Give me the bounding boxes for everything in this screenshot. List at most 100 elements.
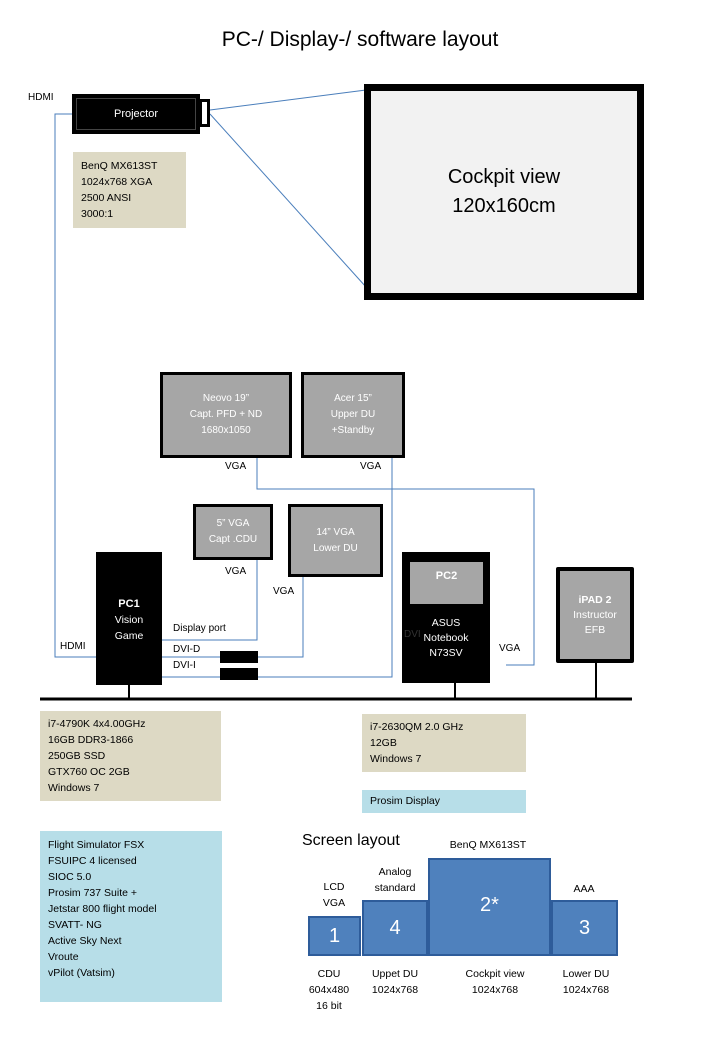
screen-3: 3	[551, 900, 618, 956]
neovo-vga-cable	[256, 458, 535, 666]
software-item: Vroute	[48, 951, 79, 963]
cdu-vga-label: VGA	[225, 566, 247, 577]
screen-bottom-label: Lower DU	[562, 968, 610, 980]
software-item: FSUIPC 4 licensed	[48, 855, 137, 867]
monitor-label: 14” VGA	[316, 526, 355, 538]
ipad-sub: Instructor	[573, 608, 617, 621]
pc2-spec: Windows 7	[370, 753, 422, 765]
projector-specs: BenQ MX613ST 1024x768 XGA 2500 ANSI 3000…	[73, 152, 186, 228]
projector-beam-top	[209, 89, 367, 111]
projector-spec: 1024x768 XGA	[81, 176, 153, 188]
pc2-vga-label: VGA	[499, 643, 521, 654]
screen1-bottom-labels: CDU 604x480 16 bit	[300, 966, 358, 1014]
projector-spec: 3000:1	[81, 208, 114, 220]
screen-bottom-label: 1024x768	[562, 984, 610, 996]
pc1-spec: 250GB SSD	[48, 750, 106, 762]
pc1-name: PC1	[118, 598, 140, 610]
monitor-cdu: 5” VGA Capt .CDU	[193, 504, 273, 560]
screen-number: 1	[310, 918, 359, 954]
lower-vga-label: VGA	[273, 586, 295, 597]
screen-4: 4	[362, 900, 428, 956]
software-item: vPilot (Vatsim)	[48, 967, 115, 979]
monitor-label: Neovo 19”	[202, 393, 250, 404]
monitor-label: Capt .CDU	[208, 534, 258, 545]
cockpit-view-size: 120x160cm	[452, 195, 556, 217]
pc1-sub: Vision	[114, 614, 144, 626]
lower-vga-cable	[162, 577, 304, 658]
screen-layout-title: Screen layout	[302, 832, 400, 849]
screen-bottom-label: CDU	[317, 968, 341, 980]
dvi-adapter-2	[220, 668, 258, 680]
projector: Projector	[72, 94, 200, 134]
screen-top-label: VGA	[322, 897, 346, 909]
cockpit-view-screen: Cockpit view 120x160cm	[364, 84, 644, 300]
software-item: SVATT- NG	[48, 919, 102, 931]
pc1-displayport-label: Display port	[173, 623, 226, 634]
cdu-vga-cable	[162, 560, 258, 641]
screen-number: 3	[553, 902, 616, 954]
screen-bottom-label: Cockpit view	[465, 968, 525, 980]
pc1-dvid-label: DVI-D	[173, 644, 201, 655]
pc1-sub: Game	[114, 630, 144, 642]
monitor-label: 1680x1050	[201, 425, 251, 436]
screen1-top-labels: LCD VGA	[310, 879, 358, 911]
pc2-notebook: PC2 ASUS Notebook N73SV DVI	[402, 552, 490, 683]
monitor-label: +Standby	[331, 425, 375, 436]
ipad: iPAD 2 Instructor EFB	[556, 567, 634, 663]
software-item: Jetstar 800 flight model	[48, 903, 157, 915]
monitor-neovo: Neovo 19” Capt. PFD + ND 1680x1050	[160, 372, 292, 458]
hdmi-cable	[54, 113, 96, 658]
pc2-sub: ASUS	[431, 617, 461, 629]
screen-2: 2*	[428, 858, 551, 956]
pc1-hdmi-label: HDMI	[60, 641, 86, 652]
screen-bottom-label: 604x480	[308, 984, 350, 996]
monitor-label: 5” VGA	[216, 518, 250, 529]
monitor-label: Lower DU	[313, 542, 358, 554]
pc2-software: Prosim Display	[362, 790, 526, 813]
pc2-name: PC2	[435, 570, 458, 582]
screen-top-label: standard	[374, 882, 416, 894]
pc1-spec: Windows 7	[48, 782, 100, 794]
projector-lens	[200, 99, 210, 127]
screen-top-label: BenQ MX613ST	[449, 839, 527, 851]
page-title: PC-/ Display-/ software layout	[221, 28, 499, 51]
screen-bottom-label: 1024x768	[371, 984, 419, 996]
acer-vga-label: VGA	[360, 461, 382, 472]
screen-number: 2*	[430, 860, 549, 954]
monitor-label: Acer 15”	[334, 393, 372, 404]
pc2-spec: 12GB	[370, 737, 397, 749]
screen-top-label: AAA	[573, 883, 595, 895]
screen2-top-labels: BenQ MX613ST	[426, 837, 550, 853]
screen-top-label: Analog	[378, 866, 412, 878]
software-item: Active Sky Next	[48, 935, 122, 947]
pc2-screen: PC2	[410, 562, 483, 604]
screen-number: 4	[364, 902, 426, 954]
pc1-spec: 16GB DDR3-1866	[48, 734, 134, 746]
screen3-top-labels: AAA	[550, 881, 618, 897]
screen-bottom-label: 1024x768	[471, 984, 519, 996]
monitor-label: Capt. PFD + ND	[189, 409, 263, 420]
screen-bottom-label: 16 bit	[316, 1000, 342, 1012]
ipad-sub: EFB	[584, 623, 606, 636]
pc1-specs: i7-4790K 4x4.00GHz 16GB DDR3-1866 250GB …	[40, 711, 221, 801]
screen4-bottom-labels: Uppet DU 1024x768	[360, 966, 430, 998]
screen2-bottom-labels: Cockpit view 1024x768	[440, 966, 550, 998]
monitor-lower-du: 14” VGA Lower DU	[288, 504, 383, 577]
ipad-name: iPAD 2	[578, 593, 612, 606]
pc1-spec: i7-4790K 4x4.00GHz	[48, 718, 146, 730]
pc2-specs: i7-2630QM 2.0 GHz 12GB Windows 7	[362, 714, 526, 772]
dvi-adapter-1	[220, 651, 258, 663]
projector-beam-bottom	[209, 113, 367, 288]
projector-spec: BenQ MX613ST	[81, 160, 158, 172]
screen-bottom-label: Uppet DU	[371, 968, 419, 980]
pc2-sub: Notebook	[423, 632, 469, 644]
cockpit-view-title: Cockpit view	[447, 166, 561, 188]
pc2-hidden-port-label: DVI	[404, 629, 421, 640]
software-list: Flight Simulator FSX FSUIPC 4 licensed S…	[40, 831, 222, 1002]
screen-top-label: LCD	[323, 881, 345, 893]
monitor-label: Upper DU	[330, 409, 376, 420]
projector-hdmi-label: HDMI	[28, 92, 54, 103]
software-item: Flight Simulator FSX	[48, 839, 145, 851]
pc1-dvii-label: DVI-I	[173, 660, 196, 671]
